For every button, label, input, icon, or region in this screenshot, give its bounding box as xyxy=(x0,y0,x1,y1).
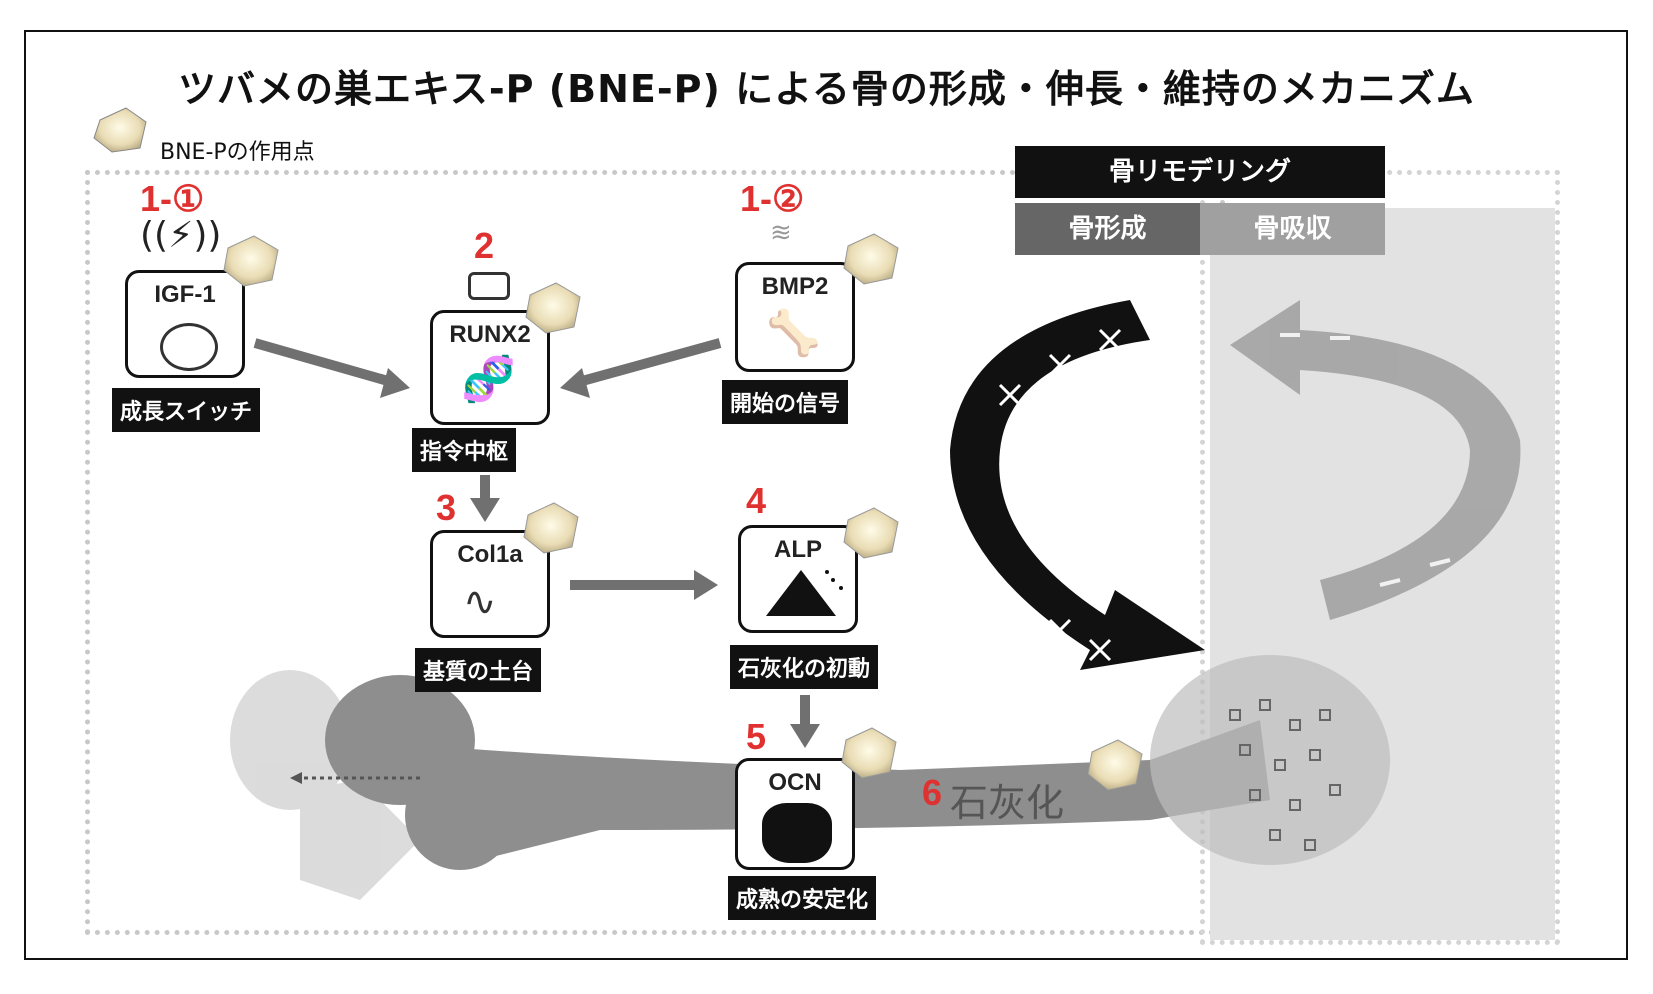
figure-title: ツバメの巣エキス-P (BNE-P) による骨の形成・伸長・維持のメカニズム xyxy=(178,67,1475,111)
button-icon xyxy=(160,323,218,371)
ghost-bone-head xyxy=(230,670,420,900)
resorption-curved-arrow xyxy=(1230,300,1521,620)
node-label: Col1a xyxy=(457,541,523,568)
bird-nest-icon xyxy=(523,502,579,554)
bird-nest-icon xyxy=(525,282,581,334)
node-col1a: Col1a ∿ xyxy=(430,530,550,638)
powder-icon xyxy=(766,570,843,616)
resorption-label: 骨吸収 xyxy=(1200,203,1385,255)
node-label: OCN xyxy=(768,769,822,796)
bird-nest-icon xyxy=(223,235,279,287)
node-bmp2: BMP2 🦴 xyxy=(735,262,855,372)
arrow-heads xyxy=(380,368,820,748)
node-label: ALP xyxy=(774,536,822,563)
formation-label: 骨形成 xyxy=(1015,203,1200,255)
bird-nest-icon xyxy=(1087,739,1143,791)
node-label: RUNX2 xyxy=(449,321,531,348)
figure-frame xyxy=(24,30,1628,960)
legend-label: BNE-Pの作用点 xyxy=(160,140,315,165)
node-caption: 基質の土台 xyxy=(415,648,542,692)
node-number: 3 xyxy=(436,487,457,528)
bird-nest-icon xyxy=(93,107,147,153)
node-number: 2 xyxy=(474,225,495,266)
formation-curved-arrow xyxy=(950,300,1205,670)
mineralization-number: 6 xyxy=(922,772,943,813)
trabecular-pattern xyxy=(1229,699,1341,851)
node-caption: 指令中枢 xyxy=(412,428,517,472)
crystal-icon xyxy=(762,803,832,863)
dna-icon: 🧬 xyxy=(461,354,516,405)
bird-nest-icon xyxy=(843,233,899,285)
lightning-icon: ((⚡)) xyxy=(140,215,222,256)
node-caption: 成熟の安定化 xyxy=(728,876,877,920)
node-caption: 成長スイッチ xyxy=(112,388,261,432)
node-caption: 石灰化の初動 xyxy=(730,645,879,689)
node-label: IGF-1 xyxy=(154,281,216,308)
node-ocn: OCN xyxy=(735,758,855,870)
signal-icon: ≋ xyxy=(770,218,792,248)
fiber-icon: ∿ xyxy=(463,579,497,625)
node-number: 4 xyxy=(746,480,767,521)
bird-nest-icon xyxy=(841,727,897,779)
node-number: 5 xyxy=(746,716,767,757)
bird-nest-icon xyxy=(843,507,899,559)
mineralization-label: 石灰化 xyxy=(950,781,1065,825)
node-label: BMP2 xyxy=(761,273,829,300)
node-caption: 開始の信号 xyxy=(722,380,849,424)
node-runx2: RUNX2 🧬 xyxy=(430,310,550,425)
bone-icon: 🦴 xyxy=(766,308,821,359)
robot-icon xyxy=(468,272,510,300)
bone-shaft xyxy=(325,655,1390,870)
node-number: 1-① xyxy=(140,178,205,219)
remodeling-header: 骨リモデリング xyxy=(1015,146,1385,198)
node-igf1: IGF-1 xyxy=(125,270,245,378)
node-number: 1-② xyxy=(740,178,805,219)
node-alp: ALP xyxy=(738,525,858,633)
